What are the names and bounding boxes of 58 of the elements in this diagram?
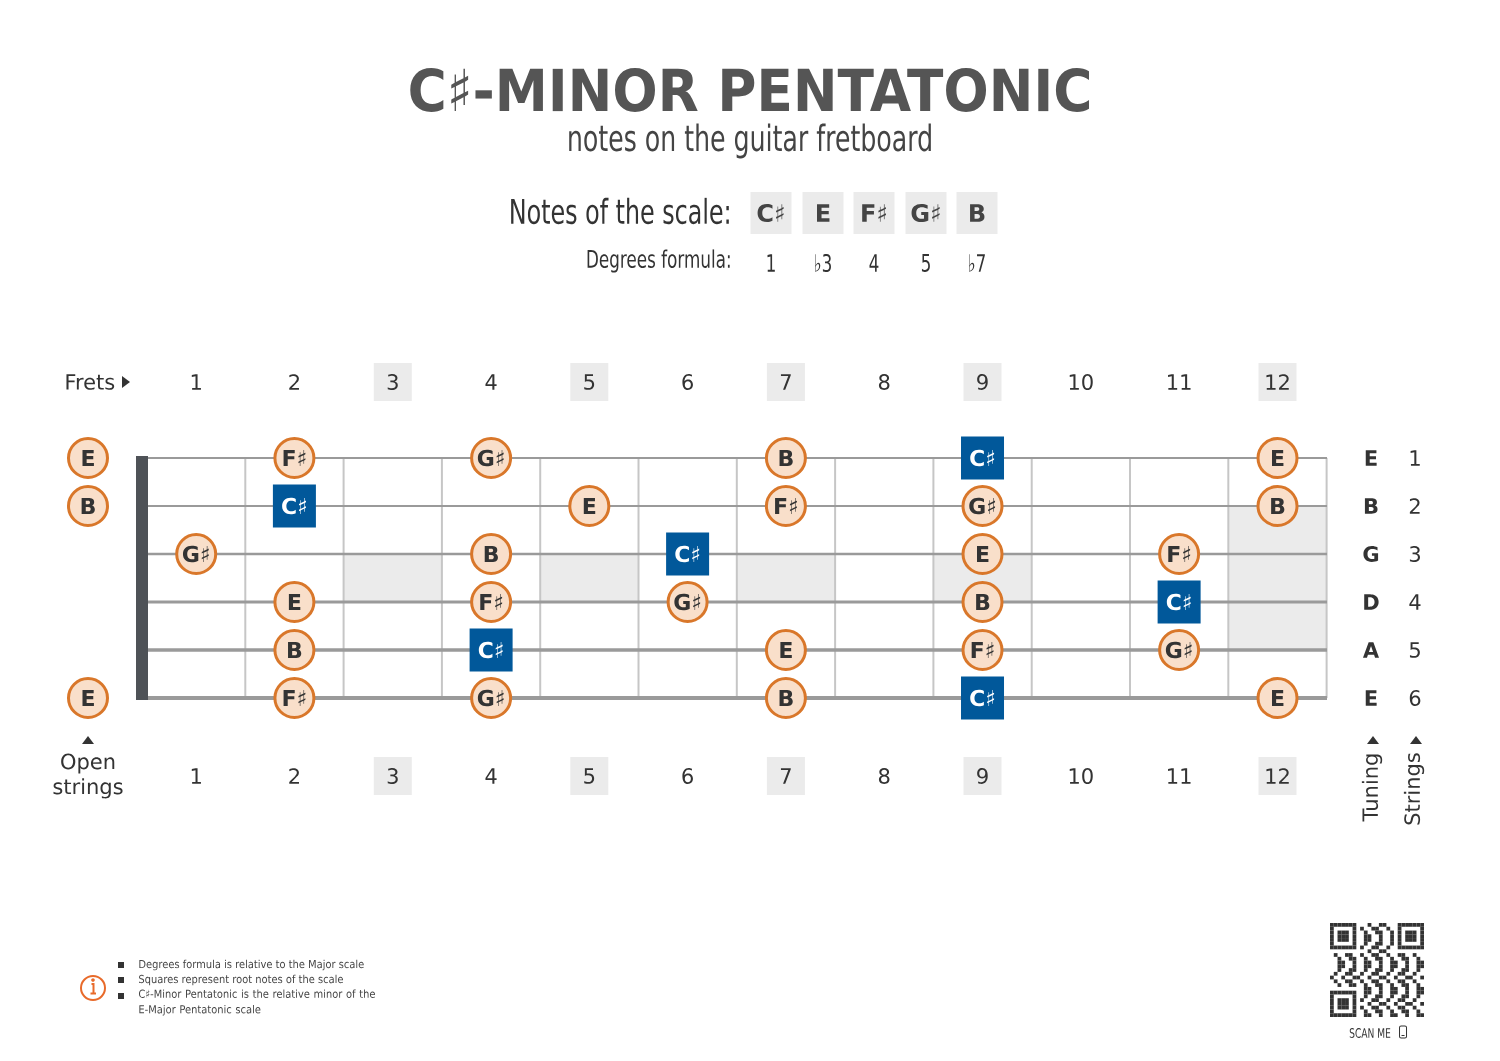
note-box: E <box>802 192 844 234</box>
formula-heading: Degrees formula: <box>587 249 730 273</box>
fret-number: 4 <box>485 374 497 390</box>
caption: SCAN ME <box>1349 1028 1391 1038</box>
tuning-letter: A <box>1363 642 1379 658</box>
note-box: F♯ <box>853 192 895 234</box>
string-number: 1 <box>1410 450 1420 466</box>
fret-number-box: 5 <box>570 757 609 795</box>
string-number: 6 <box>1409 690 1421 706</box>
fret-number: 4 <box>485 768 497 784</box>
note-text: C♯-Minor Pentatonic is the relative minor of the E-Major Pentatonic scale <box>138 989 375 1016</box>
string-number: 3 <box>1409 546 1420 562</box>
degree-number: 1 <box>767 254 775 272</box>
degree-number: ♭7 <box>969 254 985 272</box>
axis-label: Open strings <box>53 753 123 799</box>
fret-number-box: 9 <box>963 363 1002 401</box>
fret-number-box: 12 <box>1258 363 1297 401</box>
fret-number-box: 3 <box>373 363 412 401</box>
fret-number-box: 9 <box>963 757 1002 795</box>
note-text: Degrees formula is relative to the Major scale <box>139 959 364 971</box>
tuning-letter: B <box>1364 498 1378 514</box>
fret-number: 10 <box>1069 768 1093 784</box>
note-box: B <box>956 192 998 234</box>
axis-label: Tuning <box>1361 754 1383 822</box>
fret-number: 10 <box>1069 374 1093 390</box>
fret-number: 1 <box>191 374 201 390</box>
note-text: Squares represent root notes of the scale <box>139 974 343 986</box>
note-box: C♯ <box>750 192 792 234</box>
tuning-letter: G <box>1363 546 1379 562</box>
title: C♯-MINOR PENTATONIC <box>410 68 1089 112</box>
axis-label: Frets <box>66 374 115 390</box>
fret-number: 6 <box>682 768 693 784</box>
degree-number: 4 <box>869 254 879 272</box>
tuning-letter: E <box>1365 690 1377 706</box>
note-box: G♯ <box>905 192 947 234</box>
subtitle: notes on the guitar fretboard <box>569 123 931 159</box>
fret-number: 8 <box>878 768 890 784</box>
fret-number-box: 7 <box>766 757 805 795</box>
string-number: 5 <box>1409 642 1420 658</box>
degree-number: 5 <box>921 254 930 272</box>
fret-number: 2 <box>289 768 299 784</box>
fret-number: 11 <box>1168 768 1191 784</box>
fret-number: 2 <box>289 374 299 390</box>
scale-heading: Notes of the scale: <box>511 197 729 225</box>
tuning-letter: E <box>1365 450 1377 466</box>
tuning-letter: D <box>1364 594 1379 610</box>
string-number: 2 <box>1409 498 1420 514</box>
fret-number-box: 7 <box>766 363 805 401</box>
fret-number: 11 <box>1168 374 1191 390</box>
string-number: 4 <box>1409 594 1421 610</box>
degree-number: ♭3 <box>815 253 831 273</box>
fret-number-box: 5 <box>570 363 609 401</box>
fret-number-box: 3 <box>373 757 412 795</box>
fret-number-box: 12 <box>1258 757 1297 795</box>
axis-label: Strings <box>1403 753 1425 825</box>
fret-number: 8 <box>878 374 890 390</box>
fret-number: 1 <box>191 768 201 784</box>
fret-number: 6 <box>682 374 693 390</box>
